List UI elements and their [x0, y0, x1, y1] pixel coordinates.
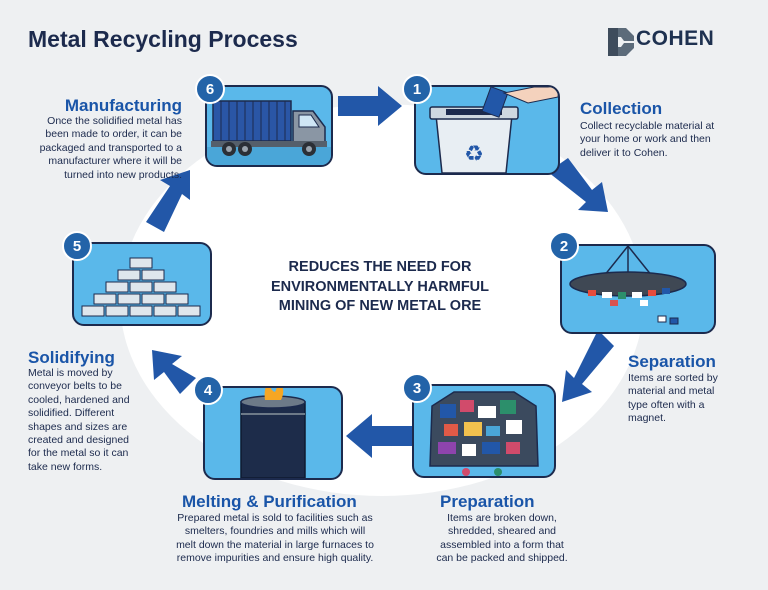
desc-line: manufacturer where it will be: [48, 155, 182, 168]
step-4-card: [203, 386, 343, 480]
arrow-5-to-6-icon: [146, 170, 190, 232]
step-6-title: Manufacturing: [64, 96, 182, 115]
desc-line: solidified. Different: [28, 407, 115, 420]
desc-line: Once the solidified metal has: [47, 115, 182, 127]
step-1-description: Collect recyclable material at your home…: [580, 120, 750, 160]
step-4-title: Melting & Purification: [182, 492, 357, 511]
desc-line: conveyor belts to be: [28, 380, 122, 393]
step-3-description: Items are broken down, shredded, sheared…: [418, 512, 586, 566]
desc-line: for the metal so it can: [28, 447, 129, 460]
desc-line: magnet.: [628, 412, 666, 425]
cohen-logo-icon: [608, 28, 634, 56]
center-line: REDUCES THE NEED FOR: [288, 259, 472, 275]
desc-line: assembled into a form that: [440, 538, 564, 551]
step-2-title: Separation: [628, 352, 716, 371]
page-title: Metal Recycling Process: [28, 26, 298, 52]
truck-icon: [207, 100, 331, 165]
step-3-title: Preparation: [440, 492, 535, 511]
step-3-card: [412, 384, 556, 478]
desc-line: remove impurities and ensure high qualit…: [176, 552, 374, 565]
desc-line: Items are broken down,: [447, 512, 557, 524]
desc-line: cooled, hardened and: [28, 393, 130, 406]
desc-line: shredded, sheared and: [448, 525, 556, 538]
step-5-card: [72, 242, 212, 326]
arrow-6-to-1-icon: [338, 86, 402, 126]
svg-text:♻: ♻: [464, 142, 484, 167]
step-5-badge: 5: [62, 231, 92, 261]
desc-line: smelters, foundries and mills which will: [184, 525, 366, 538]
arrow-2-to-3-icon: [562, 330, 614, 402]
desc-line: shapes and sizes are: [28, 420, 128, 433]
desc-line: material and metal: [628, 385, 715, 398]
step-1-title: Collection: [580, 99, 663, 118]
scrap-pile-icon: [429, 391, 539, 476]
step-3-badge: 3: [402, 373, 432, 403]
desc-line: been made to order, it can be: [45, 128, 182, 141]
center-message: REDUCES THE NEED FOR ENVIRONMENTALLY HAR…: [250, 258, 510, 317]
arrow-1-to-2-icon: [548, 158, 608, 212]
step-2-description: Items are sorted by material and metal t…: [628, 372, 748, 426]
step-5-title: Solidifying: [28, 348, 115, 367]
step-1-card: ♻: [414, 85, 560, 175]
brand-name: COHEN: [636, 27, 715, 50]
arrow-3-to-4-icon: [346, 414, 412, 458]
step-6-description: Once the solidified metal has been made …: [28, 115, 182, 182]
desc-line: turned into new products.: [64, 168, 182, 181]
desc-line: Prepared metal is sold to facilities suc…: [177, 512, 373, 524]
furnace-icon: [240, 388, 306, 478]
center-line: MINING OF NEW METAL ORE: [278, 298, 482, 314]
desc-line: Metal is moved by: [28, 367, 113, 379]
step-1-badge: 1: [402, 74, 432, 104]
step-6-card: [205, 85, 333, 167]
desc-line: deliver it to Cohen.: [580, 146, 668, 159]
metal-ingots-icon: [81, 257, 201, 317]
desc-line: take new forms.: [28, 460, 103, 473]
desc-line: Items are sorted by: [628, 372, 718, 384]
step-4-badge: 4: [193, 375, 223, 405]
step-2-badge: 2: [549, 231, 579, 261]
center-line: ENVIRONMENTALLY HARMFUL: [270, 278, 490, 295]
desc-line: packaged and transported to a: [39, 141, 182, 154]
desc-line: created and designed: [28, 434, 129, 447]
desc-line: melt down the material in large furnaces…: [176, 538, 374, 551]
step-5-description: Metal is moved by conveyor belts to be c…: [28, 367, 168, 474]
desc-line: type often with a: [628, 398, 705, 411]
recycling-bin-icon: ♻: [429, 87, 558, 173]
step-6-badge: 6: [195, 74, 225, 104]
desc-line: can be packed and shipped.: [436, 552, 568, 565]
arrow-4-to-5-icon: [152, 350, 196, 394]
desc-line: Collect recyclable material at: [580, 120, 715, 132]
desc-line: your home or work and then: [580, 133, 711, 146]
step-2-card: [560, 244, 716, 334]
step-4-description: Prepared metal is sold to facilities suc…: [150, 512, 400, 566]
magnet-icon: [569, 246, 687, 325]
